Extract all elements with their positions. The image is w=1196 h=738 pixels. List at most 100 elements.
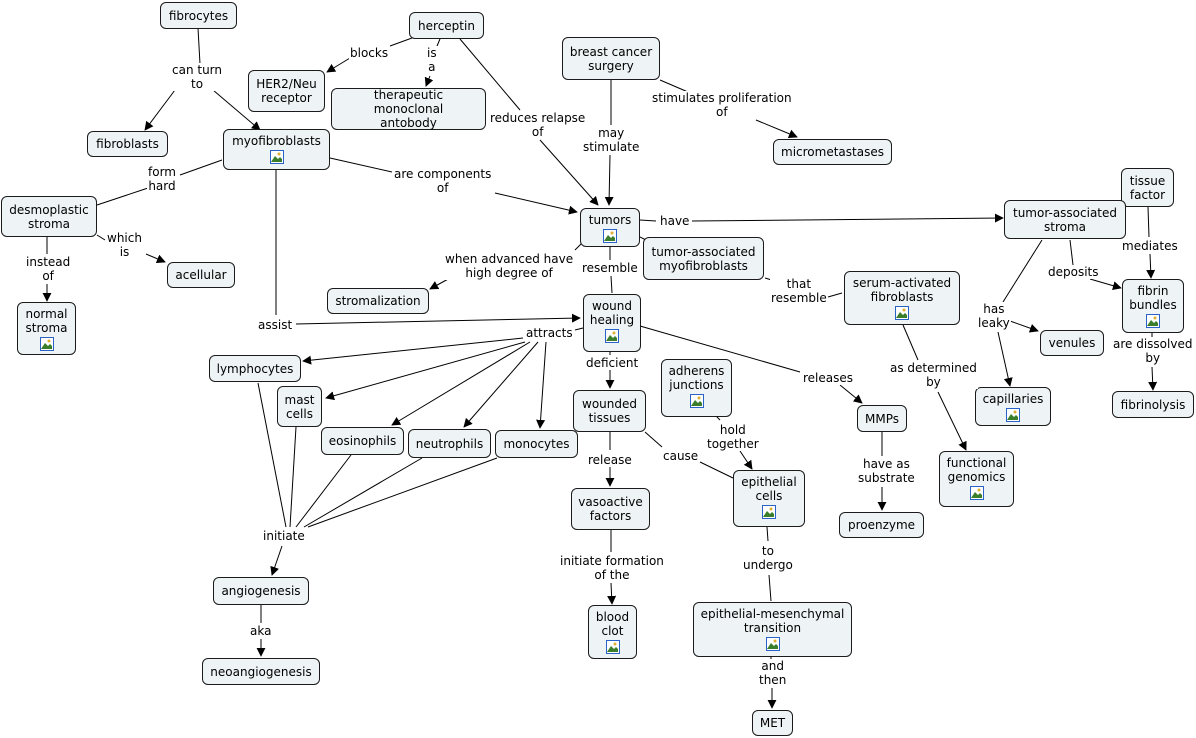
node-herceptin-label: herceptin (418, 18, 475, 33)
link-label-when-advanced: when advanced have high degree of (444, 252, 575, 280)
node-tumors[interactable]: tumors (580, 208, 640, 247)
node-normal-stroma-label: normal stroma (25, 307, 68, 335)
node-wound-healing[interactable]: wound healing (583, 294, 641, 352)
node-myofibroblasts[interactable]: myofibroblasts (223, 129, 330, 170)
node-proenzyme-label: proenzyme (847, 518, 916, 532)
node-normal-stroma[interactable]: normal stroma (17, 302, 76, 355)
image-icon[interactable] (765, 637, 780, 651)
node-tumor-associated-myofibroblasts[interactable]: tumor-associated myofibroblasts (643, 237, 764, 280)
image-icon[interactable] (605, 640, 620, 654)
node-serum-activated-fibroblasts-label: serum-activated fibroblasts (852, 276, 952, 304)
node-venules-label: venules (1048, 336, 1096, 350)
node-fibrocytes[interactable]: fibrocytes (160, 2, 237, 29)
link-label-deficient: deficient (585, 356, 640, 370)
node-fibrin-bundles-label: fibrin bundles (1129, 284, 1177, 312)
node-breast-cancer-surgery-label: breast cancer surgery (569, 44, 653, 73)
node-tumor-associated-stroma-label: tumor-associated stroma (1012, 205, 1118, 234)
node-stromalization[interactable]: stromalization (327, 288, 429, 314)
node-desmoplastic-stroma[interactable]: desmoplastic stroma (1, 196, 97, 237)
node-tissue-factor[interactable]: tissue factor (1121, 168, 1174, 207)
link-label-release: release (587, 453, 633, 467)
image-icon[interactable] (689, 394, 704, 408)
node-acellular[interactable]: acellular (167, 262, 235, 288)
link-label-cause: cause (662, 449, 700, 463)
image-icon[interactable] (39, 337, 54, 351)
node-met-label: MET (759, 716, 786, 730)
node-epithelial-cells[interactable]: epithelial cells (733, 470, 805, 527)
link-label-initiate-formation: initiate formation of the (559, 554, 665, 582)
node-breast-cancer-surgery[interactable]: breast cancer surgery (562, 37, 660, 80)
link-label-blocks: blocks (349, 46, 390, 60)
link-label-has-leaky: has leaky (977, 302, 1011, 330)
node-micrometastases[interactable]: micrometastases (773, 139, 892, 165)
node-capillaries-label: capillaries (982, 392, 1044, 406)
node-proenzyme[interactable]: proenzyme (839, 512, 924, 538)
node-neutrophils[interactable]: neutrophils (408, 429, 491, 458)
link-label-as-determined-by: as determined by (889, 361, 978, 389)
node-functional-genomics-label: functional genomics (946, 456, 1007, 484)
node-lymphocytes-label: lymphocytes (216, 361, 294, 376)
image-icon[interactable] (603, 229, 617, 243)
node-epithelial-mesenchymal-transition[interactable]: epithelial-mesenchymal transition (693, 602, 852, 657)
node-neoangiogenesis-label: neoangiogenesis (210, 664, 312, 679)
node-blood-clot[interactable]: blood clot (588, 605, 637, 659)
node-micrometastases-label: micrometastases (781, 145, 884, 159)
link-label-to-undergo: to undergo (742, 544, 794, 572)
node-acellular-label: acellular (175, 268, 227, 282)
node-therapeutic-label: therapeutic monoclonal antobody (373, 88, 444, 130)
node-mmps[interactable]: MMPs (857, 405, 907, 432)
node-functional-genomics[interactable]: functional genomics (939, 451, 1014, 507)
node-tumors-label: tumors (588, 213, 632, 227)
node-vasoactive-factors[interactable]: vasoactive factors (571, 488, 650, 530)
link-label-that-resemble: that resemble (770, 277, 828, 305)
link-label-is-a: is a (426, 46, 438, 74)
node-mast-cells-label: mast cells (284, 392, 315, 421)
node-adherens-junctions[interactable]: adherens junctions (661, 359, 732, 417)
node-therapeutic-monoclonal-antibody[interactable]: therapeutic monoclonal antobody (331, 88, 486, 130)
node-angiogenesis[interactable]: angiogenesis (213, 577, 309, 605)
node-fibrin-bundles[interactable]: fibrin bundles (1122, 279, 1184, 333)
node-tumor-associated-myofibroblasts-label: tumor-associated myofibroblasts (651, 244, 756, 273)
image-icon[interactable] (1006, 408, 1020, 422)
node-tissue-factor-label: tissue factor (1129, 173, 1166, 202)
link-label-aka: aka (249, 624, 273, 638)
node-wounded-tissues[interactable]: wounded tissues (573, 390, 646, 432)
node-capillaries[interactable]: capillaries (975, 387, 1051, 426)
image-icon[interactable] (269, 150, 284, 164)
node-adherens-junctions-label: adherens junctions (668, 364, 725, 392)
node-mast-cells[interactable]: mast cells (277, 386, 322, 427)
node-met[interactable]: MET (752, 710, 793, 736)
node-epithelial-cells-label: epithelial cells (741, 475, 797, 503)
node-eosinophils[interactable]: eosinophils (321, 427, 404, 455)
image-icon[interactable] (1146, 314, 1160, 328)
node-myofibroblasts-label: myofibroblasts (232, 134, 321, 148)
link-label-instead-of: instead of (25, 255, 72, 283)
node-monocytes[interactable]: monocytes (495, 430, 578, 458)
node-fibroblasts[interactable]: fibroblasts (87, 131, 168, 157)
image-icon[interactable] (895, 306, 909, 320)
image-icon[interactable] (969, 486, 984, 500)
link-label-and-then: and then (758, 659, 788, 687)
link-label-form-hard: form hard (147, 165, 177, 193)
node-fibrinolysis[interactable]: fibrinolysis (1112, 391, 1194, 418)
node-her2-neu-receptor[interactable]: HER2/Neu receptor (248, 70, 325, 112)
node-venules[interactable]: venules (1040, 330, 1104, 356)
node-tumor-associated-stroma[interactable]: tumor-associated stroma (1004, 200, 1126, 239)
link-label-stimulates-proliferation: stimulates proliferation of (651, 91, 793, 119)
node-neoangiogenesis[interactable]: neoangiogenesis (202, 658, 320, 685)
node-serum-activated-fibroblasts[interactable]: serum-activated fibroblasts (844, 271, 960, 325)
node-herceptin[interactable]: herceptin (409, 12, 484, 39)
node-her2-label: HER2/Neu receptor (256, 77, 317, 105)
node-monocytes-label: monocytes (503, 437, 570, 451)
link-label-may-stimulate: may stimulate (582, 126, 641, 154)
image-icon[interactable] (605, 329, 619, 343)
node-neutrophils-label: neutrophils (415, 436, 484, 451)
link-label-are-dissolved-by: are dissolved by (1112, 337, 1194, 365)
link-label-attracts: attracts (525, 326, 574, 340)
node-lymphocytes[interactable]: lymphocytes (209, 355, 301, 382)
image-icon[interactable] (762, 505, 776, 519)
node-fibrinolysis-label: fibrinolysis (1120, 397, 1186, 412)
link-label-have-as-substrate: have as substrate (857, 457, 916, 485)
link-label-have: have (659, 214, 691, 228)
